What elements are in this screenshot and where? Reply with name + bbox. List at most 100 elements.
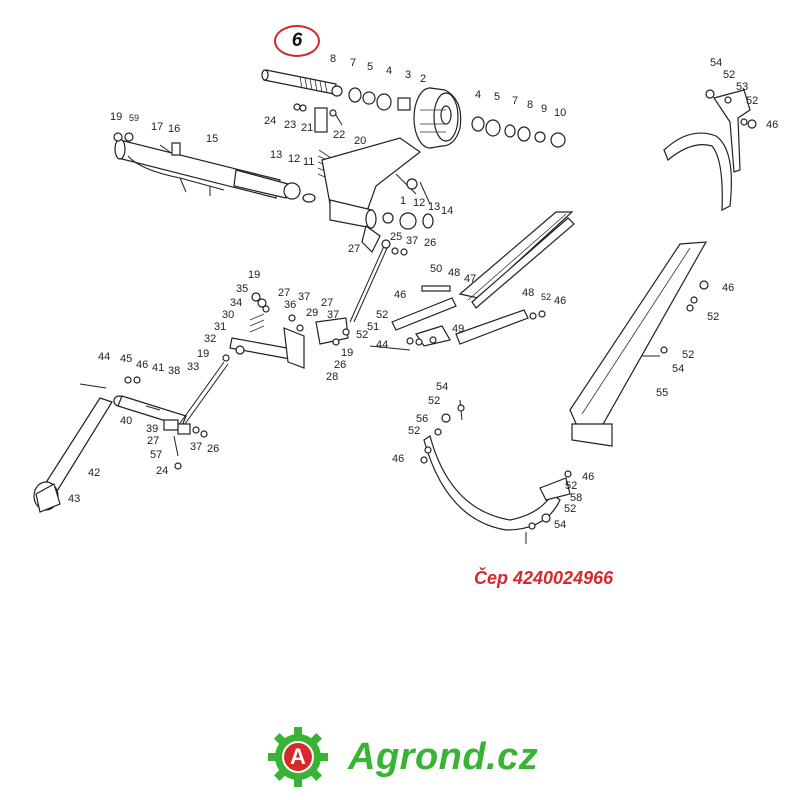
washers-right-of-pulley — [471, 116, 566, 148]
callout-label: 59 — [129, 113, 139, 123]
callout-label: 24 — [264, 115, 276, 127]
callout-label: 7 — [350, 57, 356, 69]
clip-lower-center — [420, 399, 572, 544]
callout-label: 46 — [766, 119, 778, 131]
callout-label: 47 — [464, 273, 476, 285]
links-48-49-51 — [391, 285, 529, 347]
bracket-assembly — [321, 137, 431, 254]
frame-tube-part-15 — [114, 138, 289, 199]
callout-label: 27 — [147, 435, 159, 447]
callout-label: 26 — [424, 237, 436, 249]
callout-label: 26 — [207, 443, 219, 455]
callout-label: 28 — [326, 371, 338, 383]
callout-label: 8 — [330, 53, 336, 65]
callout-label: 39 — [146, 423, 158, 435]
callout-label: 46 — [394, 289, 406, 301]
callout-label: 23 — [284, 119, 296, 131]
callout-label: 54 — [554, 519, 566, 531]
callout-label: 19 — [341, 347, 353, 359]
callout-label: 46 — [136, 359, 148, 371]
callout-label: 14 — [441, 205, 453, 217]
agrond-logo[interactable]: A Agrond.cz — [266, 722, 538, 792]
callout-label: 45 — [120, 353, 132, 365]
callout-label: 19 — [110, 111, 122, 123]
callout-labels: 8 7 5 4 3 2 4 5 7 8 9 10 24 23 21 22 20 … — [68, 53, 778, 531]
callout-label: 19 — [248, 269, 260, 281]
callout-label: 33 — [187, 361, 199, 373]
gear-logo-icon: A — [266, 725, 330, 789]
callout-label: 13 — [428, 201, 440, 213]
callout-label: 44 — [98, 351, 110, 363]
callout-label: 56 — [416, 413, 428, 425]
callout-label: 52 — [746, 95, 758, 107]
washers-near-bracket — [283, 182, 434, 230]
callout-label: 21 — [301, 122, 313, 134]
clip-part-53 — [663, 89, 757, 211]
pedal-shaft-part-38 — [117, 361, 229, 470]
callout-label: 52 — [376, 309, 388, 321]
callout-label: 55 — [656, 387, 668, 399]
callout-label: 52 — [564, 503, 576, 515]
callout-label: 37 — [298, 291, 310, 303]
callout-label: 42 — [88, 467, 100, 479]
callout-label: 40 — [120, 415, 132, 427]
callout-label: 25 — [390, 231, 402, 243]
callout-label: 3 — [405, 69, 411, 81]
callout-label: 31 — [214, 321, 226, 333]
callout-label: 26 — [334, 359, 346, 371]
callout-label: 52 — [723, 69, 735, 81]
callout-label: 9 — [541, 103, 547, 115]
callout-label: 51 — [367, 321, 379, 333]
callout-label: 52 — [682, 349, 694, 361]
callout-label: 48 — [448, 267, 460, 279]
callout-label: 46 — [392, 453, 404, 465]
callout-label: 10 — [554, 107, 566, 119]
callout-label: 53 — [736, 81, 748, 93]
hardware-right — [369, 280, 709, 357]
callout-label: 52 — [707, 311, 719, 323]
callout-label: 46 — [582, 471, 594, 483]
callout-label: 37 — [190, 441, 202, 453]
callout-label: 7 — [512, 95, 518, 107]
callout-label: 46 — [554, 295, 566, 307]
callout-label: 46 — [722, 282, 734, 294]
washers-left-of-pulley — [331, 85, 411, 111]
pin-part-6 — [261, 69, 337, 95]
callout-label: 4 — [475, 89, 481, 101]
callout-label: 2 — [420, 73, 426, 85]
callout-label: 57 — [150, 449, 162, 461]
callout-label: 54 — [672, 363, 684, 375]
callout-label: 1 — [400, 195, 406, 207]
callout-label: 12 — [413, 197, 425, 209]
logo-text: Agrond.cz — [348, 735, 539, 778]
callout-label: 13 — [270, 149, 282, 161]
callout-label: 27 — [321, 297, 333, 309]
callout-label: 34 — [230, 297, 242, 309]
callout-label: 54 — [436, 381, 448, 393]
callout-label: 38 — [168, 365, 180, 377]
pedal-arm-part-42 — [33, 376, 141, 513]
callout-label: 5 — [494, 91, 500, 103]
callout-label: 52 — [428, 395, 440, 407]
linkage-rods — [349, 239, 408, 323]
rail-part-47 — [458, 211, 575, 309]
logo-letter: A — [290, 744, 306, 769]
callout-label: 12 — [288, 153, 300, 165]
callout-label: 36 — [284, 299, 296, 311]
part-caption: Čep 4240024966 — [474, 568, 614, 588]
callout-label: 15 — [206, 133, 218, 145]
highlighted-part-number: 6 — [274, 25, 320, 57]
callout-label: 52 — [541, 292, 551, 302]
callout-label: 35 — [236, 283, 248, 295]
callout-label: 37 — [406, 235, 418, 247]
callout-label: 49 — [452, 323, 464, 335]
callout-label: 52 — [565, 480, 577, 492]
callout-label: 22 — [333, 129, 345, 141]
callout-label: 48 — [522, 287, 534, 299]
bolts-upper-left — [113, 132, 181, 156]
callout-label: 44 — [376, 339, 388, 351]
callout-label: 16 — [168, 123, 180, 135]
callout-label: 4 — [386, 65, 392, 77]
callout-label: 11 — [303, 156, 314, 168]
